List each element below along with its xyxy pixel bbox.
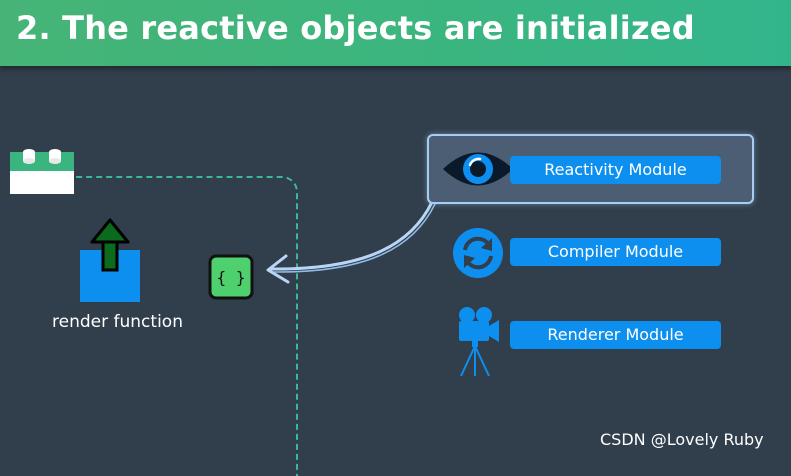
slide-title: 2. The reactive objects are initialized: [16, 9, 695, 47]
video-camera-icon: [459, 307, 499, 377]
renderer-module-label: Renderer Module: [510, 321, 721, 349]
component-boundary: [26, 176, 298, 476]
render-function-icon: [80, 218, 140, 302]
reactive-object-glyph: { }: [217, 268, 246, 287]
eye-icon: [443, 152, 513, 186]
refresh-icon: [453, 228, 503, 278]
reactivity-module-label: Reactivity Module: [510, 156, 721, 184]
title-bar: 2. The reactive objects are initialized: [0, 0, 791, 66]
compiler-module-label: Compiler Module: [510, 238, 721, 266]
reactivity-arrow: [266, 200, 436, 284]
watermark: CSDN @Lovely Ruby: [600, 430, 764, 449]
render-function-label: render function: [52, 312, 183, 332]
component-icon: [10, 149, 74, 194]
reactive-object-icon: { }: [208, 254, 254, 300]
